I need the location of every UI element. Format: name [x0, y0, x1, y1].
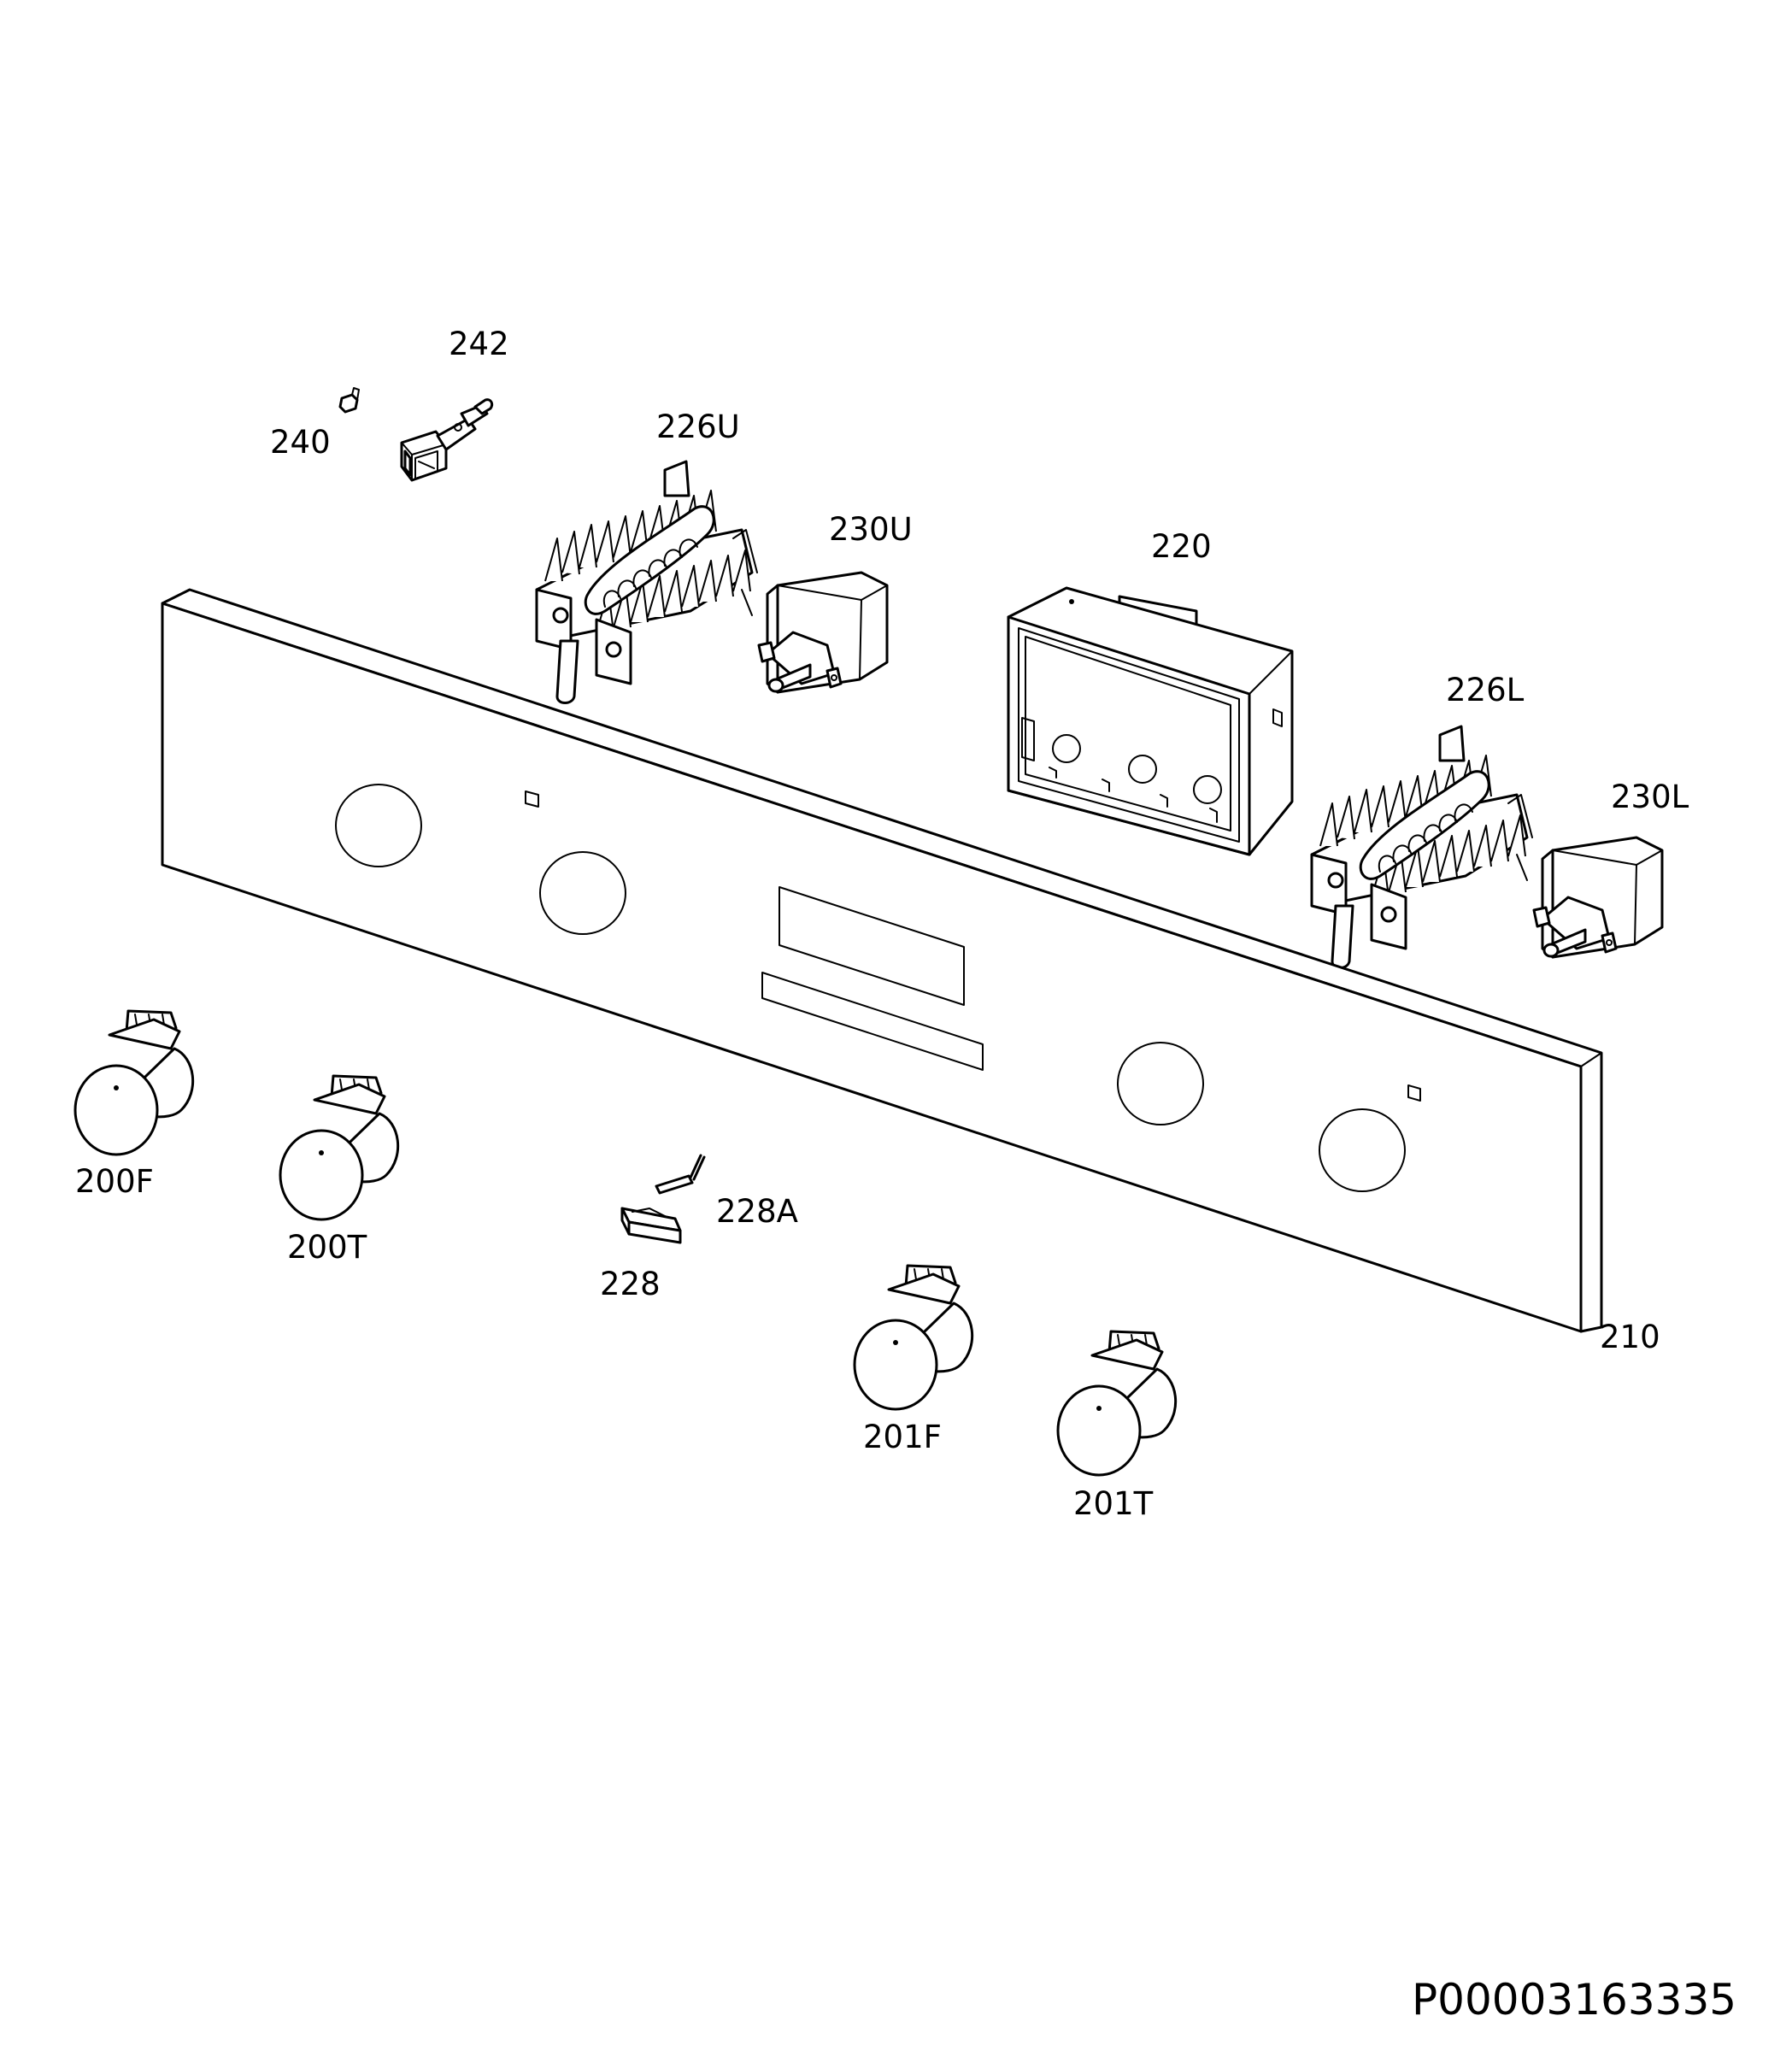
- part-200T-knob: [279, 1074, 400, 1221]
- label-226U: 226U: [656, 408, 740, 445]
- label-200T: 200T: [287, 1229, 367, 1266]
- part-210-control-panel: [161, 588, 1603, 1333]
- part-201T-knob: [1056, 1330, 1178, 1477]
- label-226L: 226L: [1446, 672, 1525, 708]
- label-228A: 228A: [716, 1193, 798, 1230]
- part-226U-function-switch: [535, 460, 759, 704]
- part-228-button: [620, 1207, 682, 1244]
- part-226L-function-switch: [1310, 725, 1534, 969]
- label-228: 228: [600, 1266, 661, 1302]
- part-200F-knob: [73, 1009, 195, 1156]
- part-220-electronic-timer: [1007, 586, 1294, 856]
- label-242: 242: [449, 326, 509, 362]
- part-230L-thermostat: [1532, 836, 1664, 959]
- part-228A-pin: [655, 1154, 706, 1195]
- label-230L: 230L: [1611, 779, 1689, 815]
- label-201T: 201T: [1073, 1485, 1154, 1522]
- part-230U-thermostat: [757, 571, 889, 694]
- drawing-code: P00003163335: [1412, 1975, 1736, 2025]
- label-200F: 200F: [75, 1163, 154, 1200]
- part-240-small-clip: [338, 387, 360, 414]
- label-201F: 201F: [863, 1419, 942, 1455]
- label-210: 210: [1600, 1319, 1660, 1355]
- part-242-lamp-switch: [400, 398, 494, 482]
- label-230U: 230U: [829, 511, 913, 548]
- label-240: 240: [270, 424, 331, 461]
- label-220: 220: [1151, 528, 1212, 565]
- part-201F-knob: [853, 1264, 974, 1411]
